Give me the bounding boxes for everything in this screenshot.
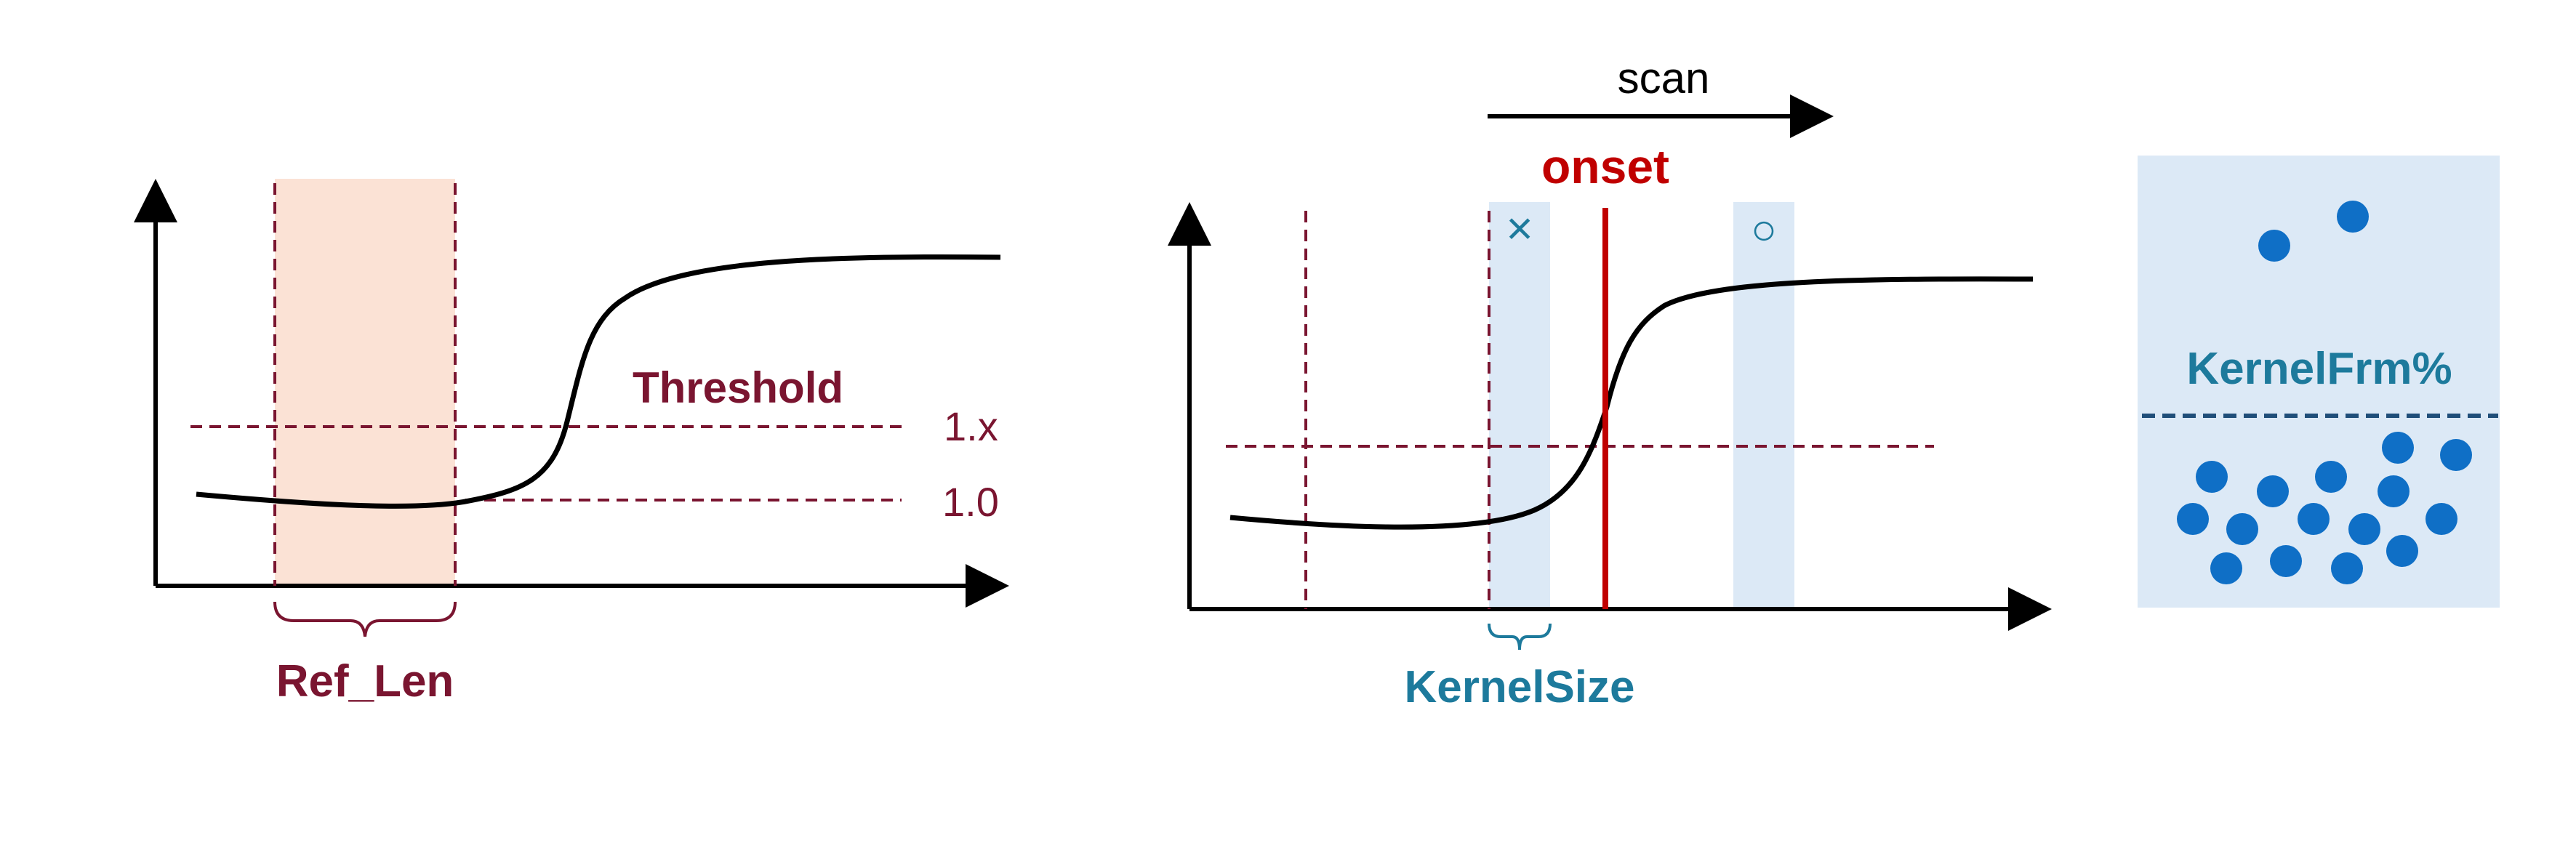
- ref-len-brace: [273, 601, 457, 637]
- frame-dot: [2196, 461, 2228, 493]
- kernel-window-accepted: [1733, 202, 1794, 609]
- kernel-size-label: KernelSize: [1404, 662, 1634, 712]
- threshold-label: Threshold: [633, 363, 843, 412]
- frame-dot: [2210, 552, 2242, 584]
- reject-marker: ×: [1506, 202, 1533, 254]
- frame-dot: [2226, 513, 2258, 545]
- kernel-size-brace: [1488, 623, 1552, 650]
- accept-marker: ○: [1751, 205, 1777, 254]
- frame-dot: [2177, 503, 2209, 535]
- level-base-label: 1.0: [942, 479, 999, 525]
- dots-below-threshold: [2177, 432, 2472, 584]
- frame-dot: [2382, 432, 2414, 464]
- frame-dot: [2386, 535, 2418, 567]
- frame-dot: [2337, 201, 2369, 233]
- scan-label: scan: [1618, 54, 1710, 102]
- frame-dot: [2315, 461, 2347, 493]
- panel-onset-scan: scan onset × ○ KernelSize: [1168, 54, 2052, 712]
- frame-dot: [2348, 513, 2380, 545]
- frame-dot: [2270, 545, 2302, 577]
- frame-dot: [2331, 552, 2363, 584]
- signal-curve: [1229, 276, 2034, 530]
- panel-kernel-frames: KernelFrm%: [2138, 156, 2500, 608]
- frame-dot: [2298, 503, 2330, 535]
- frame-dot: [2258, 230, 2290, 262]
- panel-reference-window: Threshold 1.x 1.0 Ref_Len: [134, 179, 1009, 706]
- frame-dot: [2257, 475, 2289, 507]
- kernel-frm-label: KernelFrm%: [2186, 344, 2452, 394]
- ref-len-shaded-window: [275, 179, 455, 586]
- level-upper-label: 1.x: [944, 403, 998, 449]
- frame-dot: [2440, 439, 2472, 471]
- signal-curve: [196, 254, 1001, 509]
- kernel-window-rejected: [1489, 202, 1550, 609]
- frame-dot: [2425, 503, 2457, 535]
- onset-label: onset: [1541, 140, 1669, 193]
- dots-above-threshold: [2258, 201, 2369, 262]
- ref-len-label: Ref_Len: [276, 656, 454, 706]
- frame-dot: [2378, 475, 2410, 507]
